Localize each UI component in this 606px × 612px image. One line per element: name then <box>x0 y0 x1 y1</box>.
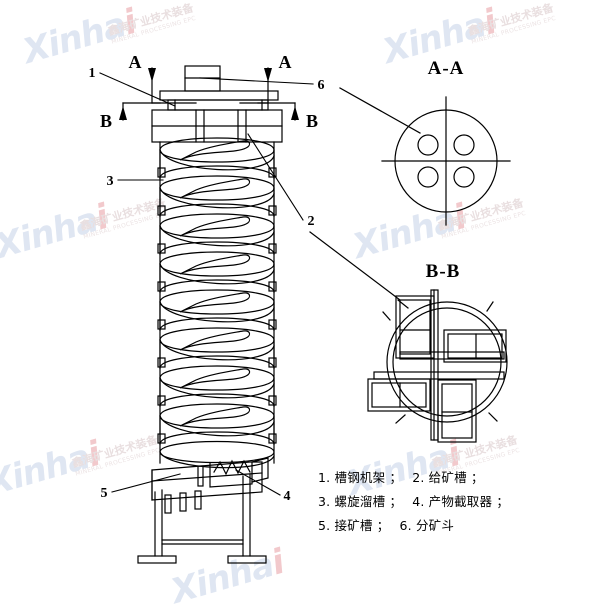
parts-legend: 1. 槽钢机架 ； 2. 给矿槽 ； 3. 螺旋溜槽 ； 4. 产物截取器 ； 5.… <box>318 466 598 538</box>
collecting-trough <box>151 461 263 501</box>
callout-3: 3 <box>107 174 114 189</box>
legend-item-4: 4. 产物截取器 ； <box>412 494 510 509</box>
section-view-bb <box>309 231 508 443</box>
callout-5: 5 <box>101 486 108 501</box>
legend-row-2: 3. 螺旋溜槽 ； 4. 产物截取器 ； <box>318 490 598 514</box>
section-label-a-left: A <box>129 52 142 72</box>
callout-1: 1 <box>89 66 96 81</box>
legend-item-2: 2. 给矿槽 ； <box>412 470 484 485</box>
product-cutter <box>197 457 269 488</box>
section-label-b-right: B <box>306 111 318 131</box>
discharge-spouts <box>164 490 202 514</box>
legend-item-5: 5. 接矿槽 ； <box>318 518 390 533</box>
section-marker-b-right <box>257 102 299 121</box>
legend-row-3: 5. 接矿槽 ； 6. 分矿斗 <box>318 514 598 538</box>
section-view-aa <box>339 87 511 226</box>
callout-leaders <box>99 72 314 496</box>
legend-item-6: 6. 分矿斗 <box>399 518 455 533</box>
callout-6: 6 <box>318 78 325 93</box>
section-marker-b-left <box>119 102 161 121</box>
section-marker-a-right <box>239 67 272 104</box>
channel-steel-frame <box>137 473 267 564</box>
legend-item-1: 1. 槽钢机架 ； <box>318 470 403 485</box>
feed-launder-platform <box>159 90 279 111</box>
legend-row-1: 1. 槽钢机架 ； 2. 给矿槽 ； <box>318 466 598 490</box>
legend-item-3: 3. 螺旋溜槽 ； <box>318 494 403 509</box>
section-label-a-right: A <box>279 52 292 72</box>
section-view-bb-title: B-B <box>426 261 461 282</box>
section-label-b-left: B <box>100 111 112 131</box>
callout-4: 4 <box>284 489 291 504</box>
callout-2: 2 <box>308 214 315 229</box>
section-view-aa-title: A-A <box>428 58 465 79</box>
spiral-chute <box>157 137 277 469</box>
distribution-box <box>151 109 283 143</box>
